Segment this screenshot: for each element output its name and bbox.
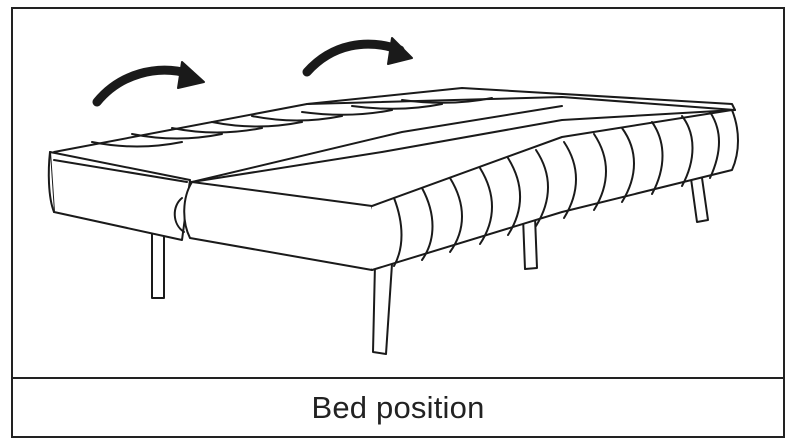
armrest-curve [173,197,185,233]
mattress-top [53,87,736,183]
mattress-main-section [183,109,739,271]
fold-arrow-left-icon [92,61,205,107]
sofa-bed-illustration [47,37,739,355]
figure-caption: Bed position [311,389,485,425]
mattress-left-section [47,151,191,241]
caption-divider [13,377,783,379]
fold-arrow-right-icon [302,37,413,77]
mattress-ribs [91,97,720,267]
figure-frame: Bed position [11,7,785,438]
